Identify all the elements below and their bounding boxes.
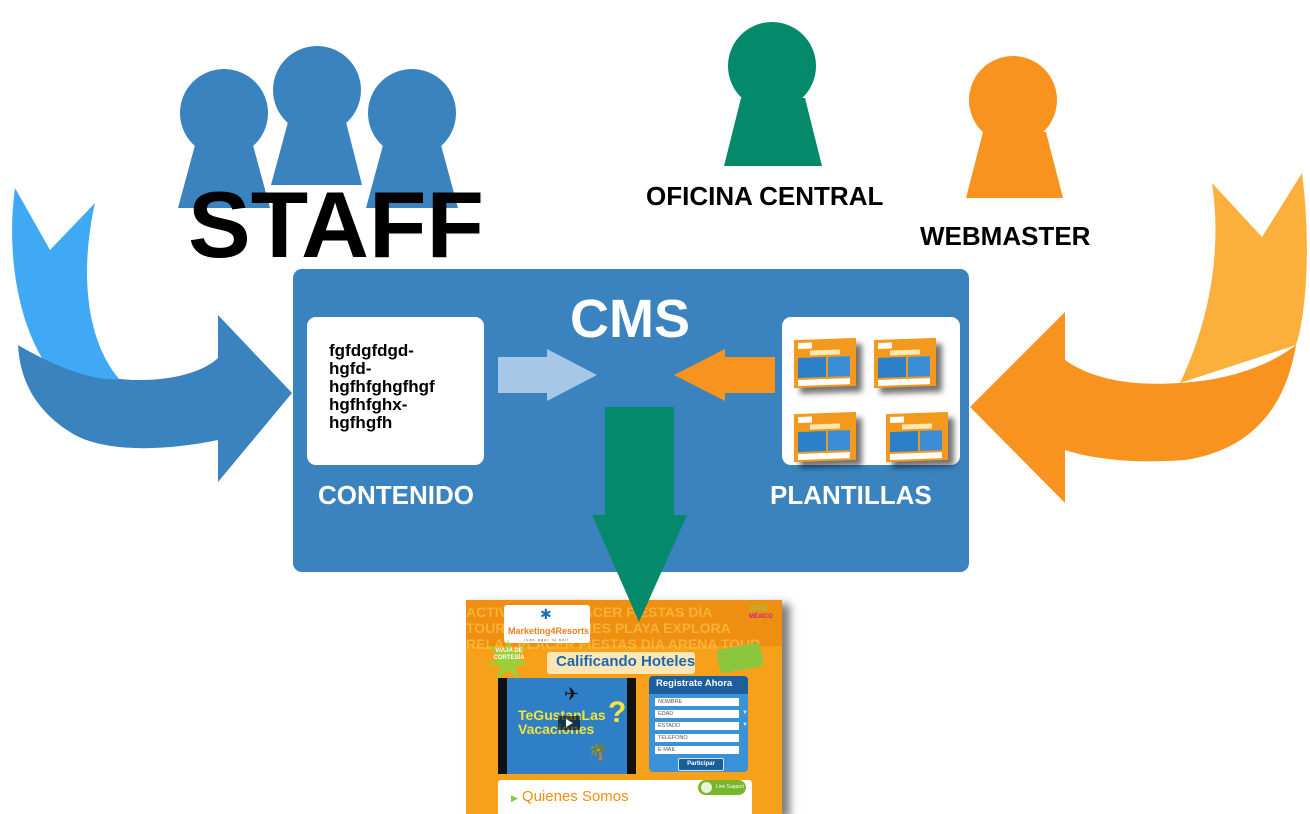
edad-field[interactable]: EDAD: [655, 710, 739, 718]
chevron-down-icon[interactable]: ▼: [742, 722, 748, 728]
email-field[interactable]: E MAIL: [655, 746, 739, 754]
webmaster-curve-arrow: [970, 312, 1296, 503]
content-line: hgfd-: [329, 359, 372, 378]
palm-tree-icon: 🌴: [588, 744, 608, 761]
headset-icon: [701, 782, 712, 793]
estado-field[interactable]: ESTADO: [655, 722, 739, 730]
participar-button[interactable]: Participar: [678, 758, 724, 771]
website-preview: ACTIVIDADES PLACER FIESTAS DÍA TOURS VAC…: [466, 600, 782, 814]
website-logo[interactable]: [504, 605, 590, 643]
mexico-text: MÉXICO: [749, 614, 773, 620]
nombre-field[interactable]: NOMBRE: [655, 698, 739, 706]
heading-box: [547, 652, 695, 674]
templates-card: [782, 317, 960, 465]
website-logo-text: Marketing4Resorts: [508, 626, 590, 636]
webmaster-curve-arrow-light: [1180, 173, 1307, 383]
play-icon[interactable]: [558, 716, 580, 730]
video-title-line1: TeGustanLas: [518, 707, 606, 723]
content-line: hgfhgfh: [329, 413, 393, 432]
telefono-field[interactable]: TELEFONO: [655, 734, 739, 742]
bullet-arrow-icon: ▶: [511, 793, 518, 803]
content-line: hgfhfghgfhgf: [329, 377, 435, 396]
template-thumbnail: [874, 337, 936, 389]
template-thumbnail: [886, 411, 948, 463]
oficina-central-person-icon: [724, 22, 822, 166]
oficina-central-label: OFICINA CENTRAL: [646, 181, 884, 211]
promo-badge-text: VIAJA DE CORTESÍA: [493, 648, 525, 661]
website-logo-tagline: ¡vas aquí tu sol!: [524, 637, 570, 642]
register-form-title: Registrate Ahora: [656, 678, 733, 689]
webmaster-label: WEBMASTER: [920, 221, 1091, 251]
airplane-icon: ✈: [564, 684, 580, 704]
content-line: hgfhfghx-: [329, 395, 408, 414]
staff-curve-arrow: [18, 315, 292, 482]
plantillas-label: PLANTILLAS: [770, 480, 932, 510]
staff-people-icon: [178, 46, 458, 208]
website-heading: Calificando Hoteles: [556, 653, 696, 670]
webmaster-person-icon: [966, 56, 1063, 198]
staff-label: STAFF: [188, 172, 484, 277]
contenido-label: CONTENIDO: [318, 480, 474, 510]
register-form-header: [649, 676, 748, 694]
vive-text: VIVE: [749, 604, 768, 613]
content-line: fgfdgfdgd-: [329, 341, 414, 360]
chevron-down-icon[interactable]: ▼: [742, 710, 748, 716]
content-card: [307, 317, 484, 465]
cms-title: CMS: [570, 289, 690, 349]
about-title[interactable]: ▶Quienes Somos: [511, 788, 629, 805]
template-thumbnail: [794, 337, 856, 389]
palm-logo-icon: ✱: [540, 606, 552, 622]
content-text: fgfdgfdgd- hgfd- hgfhfghgfhgf hgfhfghx- …: [329, 342, 435, 432]
about-title-text: Quienes Somos: [521, 788, 629, 805]
template-thumbnail: [794, 411, 856, 463]
staff-curve-arrow-light: [12, 188, 120, 392]
video-question-mark: ?: [608, 696, 627, 729]
